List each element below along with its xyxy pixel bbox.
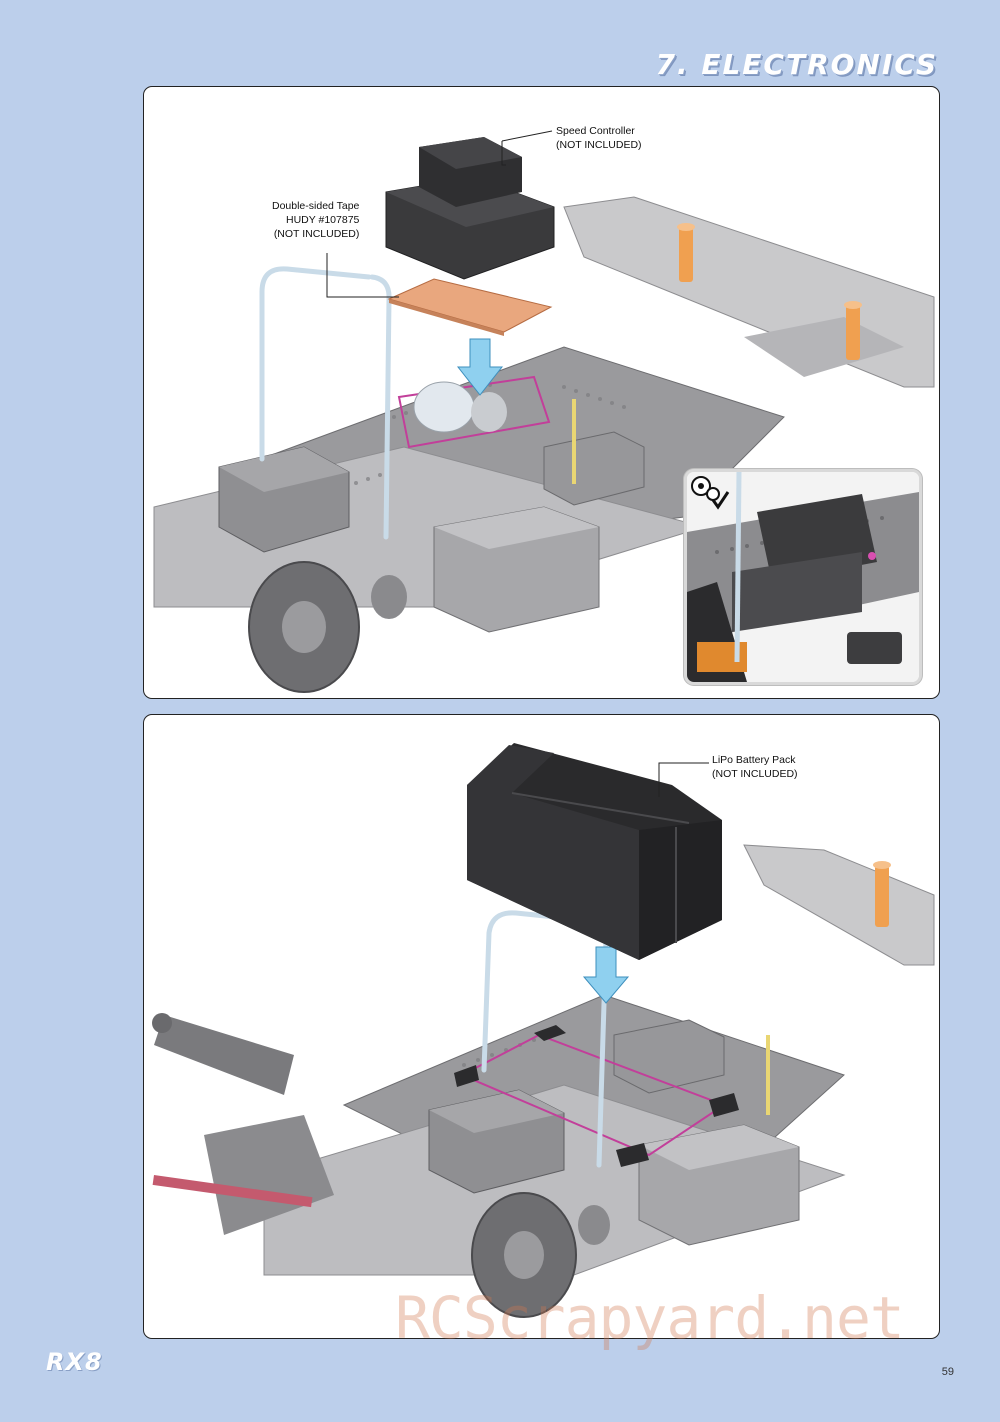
step-1-illustration — [153, 130, 935, 693]
placement-arrow — [456, 338, 504, 396]
battery-pad — [616, 1143, 649, 1167]
battery-callout: LiPo Battery Pack (NOT INCLUDED) — [712, 754, 798, 780]
servo-box — [218, 446, 350, 553]
battery-pad — [709, 1093, 739, 1117]
servo-box — [428, 1089, 565, 1194]
step-2-panel: LiPo Battery Pack (NOT INCLUDED) — [143, 714, 940, 1339]
detail-inset — [684, 469, 922, 685]
speed-controller-callout: Speed Controller (NOT INCLUDED) — [556, 125, 642, 151]
brand-logo: RX8 — [46, 1348, 103, 1376]
receiver-box — [638, 1124, 800, 1246]
receiver-box — [433, 506, 600, 633]
section-title: 7. ELECTRONICS — [655, 48, 938, 81]
step-2-illustration — [152, 743, 935, 1318]
wheel — [471, 1192, 577, 1318]
watermark: RCScrapyard.net — [395, 1284, 905, 1352]
motor — [413, 381, 507, 433]
battery-pad — [534, 1025, 566, 1041]
placement-arrow — [582, 946, 630, 1004]
step-1-panel: Speed Controller (NOT INCLUDED) Double-s… — [143, 86, 940, 699]
inset-illustration — [687, 472, 919, 682]
lipo-battery-pack — [467, 743, 722, 960]
page-number: 59 — [941, 1366, 954, 1378]
check-setup-icon — [691, 476, 730, 510]
shock-post — [873, 861, 891, 927]
shock-post — [677, 223, 695, 282]
battery-pad — [454, 1065, 479, 1087]
shock-post — [844, 301, 862, 360]
tape-callout: Double-sided Tape HUDY #107875 (NOT INCL… — [272, 200, 360, 240]
speed-controller — [385, 137, 555, 280]
wheel — [248, 561, 360, 693]
